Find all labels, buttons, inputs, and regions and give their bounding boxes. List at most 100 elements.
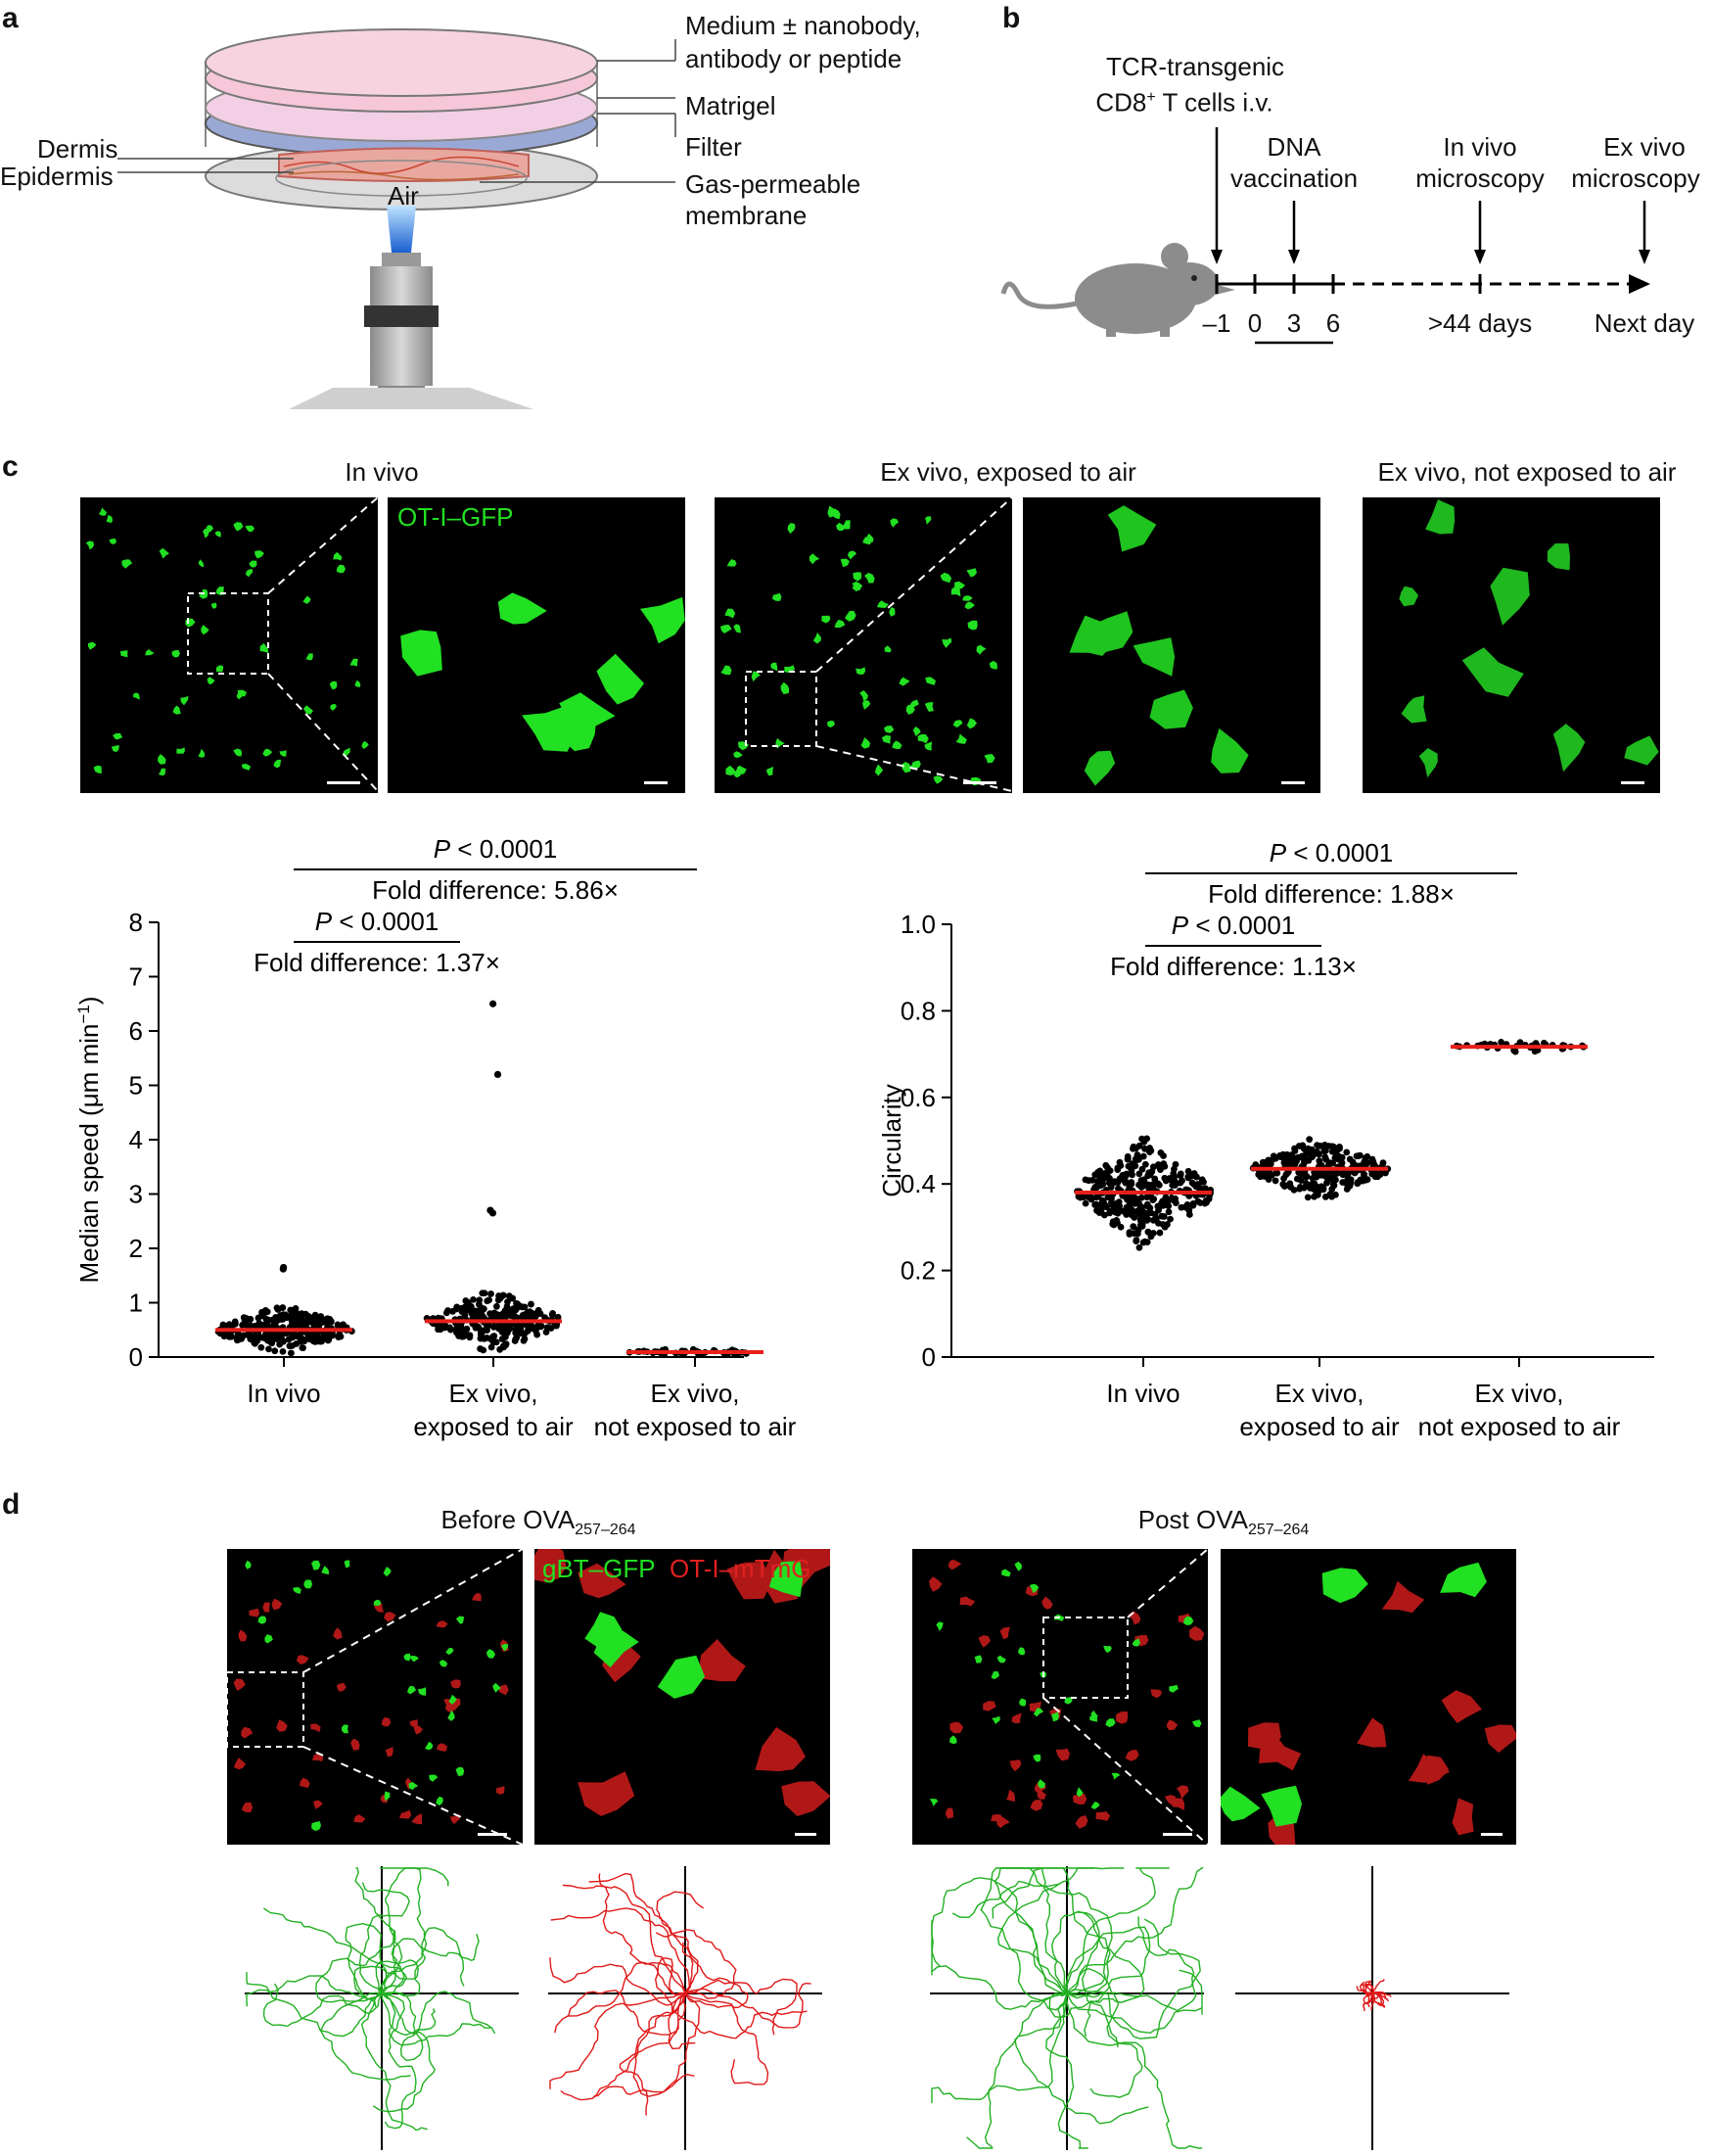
cell-track: [549, 1992, 686, 2089]
mtmg-cell: [313, 1800, 323, 1809]
data-point: [517, 1325, 525, 1333]
gfp-cell: [724, 608, 736, 619]
gfp-cell: [344, 1560, 350, 1569]
channel-labels: gBT–GFP OT-I–mTmG: [542, 1554, 811, 1583]
data-point: [477, 1345, 484, 1352]
gfp-cell: [436, 1796, 443, 1806]
gfp-cell: [812, 633, 822, 644]
data-point: [1346, 1155, 1354, 1163]
gfp-cell: [185, 618, 196, 628]
data-point: [1339, 1171, 1347, 1178]
data-point: [334, 1321, 342, 1329]
label-epidermis: Epidermis: [0, 162, 114, 191]
mouse-icon: [1000, 243, 1235, 337]
data-point: [512, 1336, 520, 1343]
gfp-cell: [85, 540, 95, 550]
data-point: [534, 1306, 542, 1314]
data-point: [1376, 1171, 1384, 1178]
data-point: [1123, 1211, 1131, 1218]
gfp-cell: [305, 653, 313, 661]
y-tick-label: 8: [129, 908, 143, 937]
data-point: [1154, 1202, 1162, 1210]
cell-track: [358, 1882, 410, 1994]
mtmg-cell: [949, 1721, 964, 1734]
gfp-cell: [214, 531, 221, 538]
gfp-cell: [417, 1687, 427, 1696]
data-point: [1291, 1160, 1299, 1168]
gfp-cell: [1461, 647, 1524, 697]
data-point: [1359, 1177, 1366, 1185]
data-point: [1144, 1228, 1152, 1236]
cell-track: [562, 1884, 686, 1994]
gfp-cell: [955, 733, 967, 744]
gfp-cell: [902, 762, 911, 773]
gfp-cell: [787, 523, 796, 535]
cell-track: [1363, 1992, 1374, 2012]
gfp-cell: [892, 740, 902, 749]
mtmg-cell: [449, 1813, 460, 1825]
label-air: Air: [388, 181, 419, 211]
cell-track: [1045, 1992, 1088, 2149]
mtmg-cell: [249, 1608, 260, 1617]
data-point: [1328, 1186, 1336, 1193]
gfp-cell: [976, 644, 987, 655]
gfp-cell: [1089, 1714, 1097, 1722]
gfp-cell: [881, 734, 891, 744]
gfp-cell: [1401, 695, 1427, 724]
micrograph-post-zoom: [1221, 1549, 1516, 1845]
data-point: [268, 1339, 276, 1347]
cell-track: [654, 1957, 696, 2050]
data-point: [478, 1332, 486, 1339]
y-tick-label: 1: [129, 1289, 143, 1318]
cell-track: [554, 1961, 686, 2034]
data-point: [287, 1349, 295, 1357]
gfp-cell: [111, 745, 119, 753]
gfp-cell: [1040, 1671, 1046, 1678]
data-point: [251, 1339, 258, 1346]
gfp-cell: [109, 539, 116, 544]
mtmg-cell: [945, 1807, 954, 1819]
gfp-cell: [596, 653, 645, 705]
data-point: [1262, 1158, 1270, 1166]
data-point: [271, 1347, 279, 1355]
mtmg-cell: [450, 1679, 461, 1689]
cell-track: [381, 1927, 465, 1997]
data-point: [1085, 1177, 1092, 1185]
gfp-cell: [425, 1741, 434, 1751]
gfp-cell: [936, 1621, 944, 1631]
data-point: [524, 1308, 532, 1316]
data-point: [1114, 1166, 1122, 1173]
gfp-cell: [856, 667, 866, 676]
micrograph-invivo-zoom: OT-I–GFP: [388, 497, 685, 793]
panel-letter-a: a: [2, 2, 19, 34]
data-point: [1316, 1157, 1323, 1164]
gfp-cell: [429, 1774, 439, 1782]
mtmg-cell: [353, 1814, 366, 1823]
data-point: [1308, 1180, 1316, 1188]
mtmg-cell: [233, 1758, 247, 1770]
label-medium-1: Medium ± nanobody,: [685, 11, 921, 40]
cell-track: [353, 1959, 420, 1999]
p-value-label: P < 0.0001: [1270, 838, 1394, 867]
data-point: [1346, 1182, 1354, 1190]
mtmg-cell: [929, 1576, 943, 1592]
cell-track: [381, 1991, 496, 2037]
data-point: [257, 1312, 265, 1320]
scale-bar: [327, 781, 360, 784]
gfp-cell: [962, 595, 973, 601]
data-point: [489, 1000, 497, 1008]
fold-difference-label: Fold difference: 5.86×: [372, 875, 619, 905]
mtmg-cell: [959, 1596, 976, 1607]
gfp-cell: [1192, 1719, 1202, 1728]
data-point: [250, 1333, 257, 1340]
gfp-cell: [726, 559, 737, 567]
data-point: [1188, 1179, 1196, 1187]
x-tick-label: Ex vivo,: [650, 1379, 739, 1408]
data-point: [1134, 1226, 1142, 1234]
gfp-cell: [158, 754, 166, 765]
gfp-cell: [1169, 1684, 1179, 1693]
data-point: [1126, 1229, 1133, 1237]
gfp-cell: [257, 1616, 267, 1624]
data-point: [518, 1303, 526, 1311]
data-point: [258, 1334, 266, 1341]
